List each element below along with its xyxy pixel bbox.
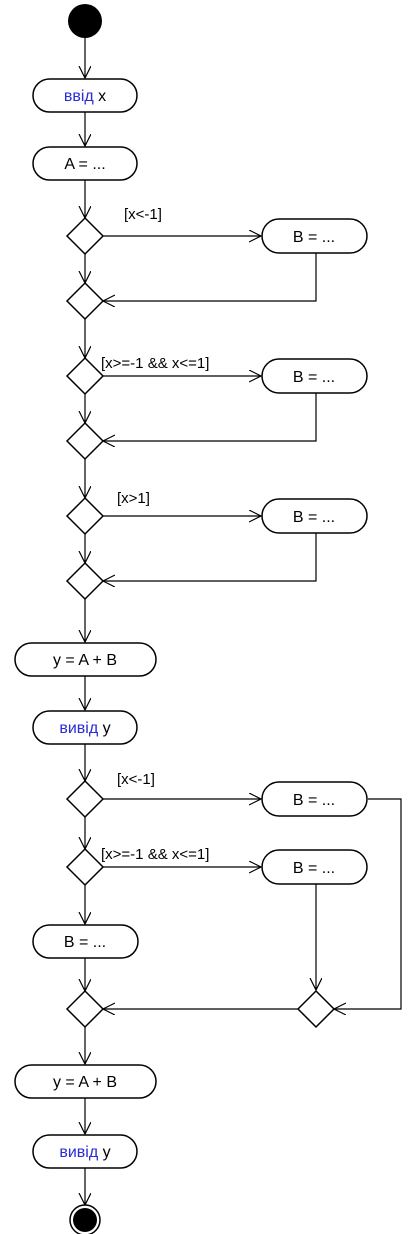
guard-label-5: [x>=-1 && x<=1] [101, 846, 209, 863]
merge-node-2 [65, 421, 105, 461]
input-action: ввід x [32, 78, 138, 113]
output-action-1: вивід y [32, 710, 138, 745]
assign-a-label: A = ... [64, 156, 105, 173]
guard-label-2: [x>=-1 && x<=1] [101, 355, 209, 372]
decision-node-2 [65, 356, 105, 396]
decision-node-3 [65, 496, 105, 536]
assign-b2-label: B = ... [293, 369, 335, 386]
svg-text:ввід x: ввід x [64, 88, 106, 105]
compute-y-label-1: y = A + B [53, 652, 117, 669]
compute-y-label-2: y = A + B [53, 1074, 117, 1091]
edge-b3-merge3 [103, 533, 317, 581]
assign-b6-action: B = ... [32, 924, 139, 959]
input-keyword: ввід [64, 88, 95, 105]
guard-label-4: [x<-1] [117, 771, 155, 788]
svg-text:вивід y: вивід y [59, 1144, 110, 1161]
assign-b4-action: B = ... [261, 781, 368, 817]
output-keyword-2: вивід [59, 1144, 98, 1161]
assign-b6-label: B = ... [64, 934, 106, 951]
edges [85, 38, 402, 1205]
initial-node [68, 4, 102, 38]
guard-label-3: [x>1] [117, 490, 150, 507]
assign-a-action: A = ... [32, 146, 138, 181]
compute-y-action-1: y = A + B [14, 642, 157, 677]
compute-y-action-2: y = A + B [14, 1064, 157, 1099]
decision-node-5 [65, 847, 105, 887]
output-variable-1: y [98, 720, 110, 737]
assign-b1-label: B = ... [293, 229, 335, 246]
merge-node-5 [65, 989, 105, 1029]
edge-b1-merge1 [103, 253, 317, 301]
output-action-2: вивід y [32, 1134, 138, 1169]
assign-b1-action: B = ... [261, 218, 368, 254]
guard-label-1: [x<-1] [124, 206, 162, 223]
edge-b2-merge2 [103, 393, 317, 441]
input-variable: x [94, 88, 106, 105]
decision-node-1 [65, 216, 105, 256]
output-variable-2: y [98, 1144, 110, 1161]
merge-node-1 [65, 281, 105, 321]
assign-b5-action: B = ... [261, 849, 368, 885]
assign-b2-action: B = ... [261, 358, 368, 394]
merge-node-3 [65, 561, 105, 601]
assign-b3-action: B = ... [261, 498, 368, 534]
assign-b5-label: B = ... [293, 860, 335, 877]
merge-node-4 [296, 989, 336, 1029]
svg-text:вивід y: вивід y [59, 720, 110, 737]
assign-b3-label: B = ... [293, 509, 335, 526]
output-keyword-1: вивід [59, 720, 98, 737]
decision-node-4 [65, 779, 105, 819]
assign-b4-label: B = ... [293, 792, 335, 809]
edge-b4-merge4 [334, 798, 402, 1009]
final-node [69, 1204, 101, 1234]
